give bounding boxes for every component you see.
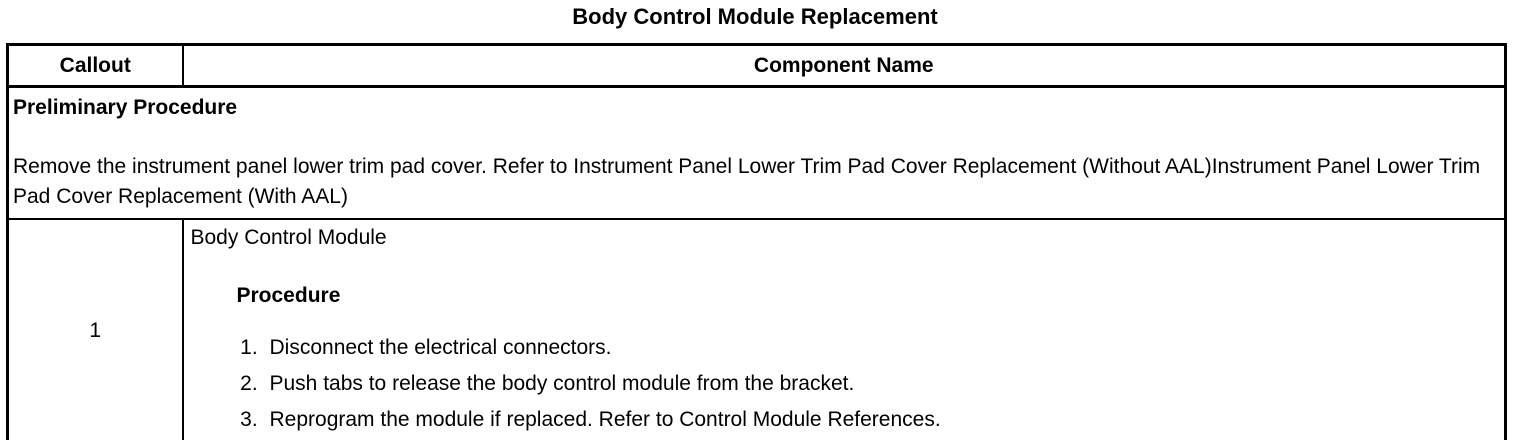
component-name: Body Control Module xyxy=(190,226,387,249)
preliminary-procedure-heading: Preliminary Procedure xyxy=(13,96,238,119)
component-name-column-header: Component Name xyxy=(182,44,1506,88)
procedure-steps-list: Disconnect the electrical connectors. Pu… xyxy=(191,334,1499,434)
callout-table: Callout Component Name Preliminary Proce… xyxy=(6,43,1507,440)
table-row: 1 Body Control Module Procedure Disconne… xyxy=(7,219,1506,440)
preliminary-procedure-cell: Preliminary Procedure Remove the instrum… xyxy=(7,86,1506,220)
page-title: Body Control Module Replacement xyxy=(572,4,938,29)
preliminary-procedure-text: Remove the instrument panel lower trim p… xyxy=(13,155,1481,208)
procedure-step: Push tabs to release the body control mo… xyxy=(264,370,1499,398)
component-cell: Body Control Module Procedure Disconnect… xyxy=(183,219,1506,440)
procedure-step: Reprogram the module if replaced. Refer … xyxy=(264,406,1499,434)
preliminary-procedure-row: Preliminary Procedure Remove the instrum… xyxy=(7,86,1506,220)
procedure-step: Disconnect the electrical connectors. xyxy=(264,334,1499,362)
procedure-heading: Procedure xyxy=(236,284,341,307)
table-header-row: Callout Component Name xyxy=(7,44,1506,88)
callout-column-header: Callout xyxy=(7,44,184,88)
callout-number: 1 xyxy=(7,219,184,440)
